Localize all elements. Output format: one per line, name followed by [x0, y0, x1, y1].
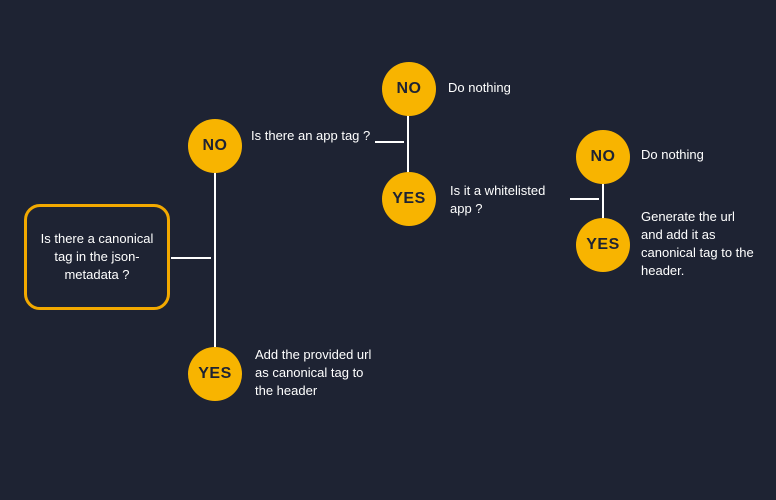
- branch2-yes-node: YES: [382, 172, 436, 226]
- branch3-no-text: Do nothing: [641, 147, 704, 162]
- branch3-no-node: NO: [576, 130, 630, 184]
- branch3-no-label: NO: [590, 148, 616, 165]
- branch3-yes-node: YES: [576, 218, 630, 272]
- branch1-yes-label: YES: [198, 365, 232, 382]
- branch2-no-text: Do nothing: [448, 80, 511, 95]
- branch2-no-node: NO: [382, 62, 436, 116]
- branch2-yes-label: YES: [392, 190, 426, 207]
- branch1-no-node: NO: [188, 119, 242, 173]
- branch3-yes-text: Generate the url and add it as canonical…: [641, 209, 754, 278]
- start-question-text: Is there a canonical tag in the json-met…: [40, 231, 154, 282]
- branch3-yes-label: YES: [586, 236, 620, 253]
- branch1-yes-node: YES: [188, 347, 242, 401]
- branch1-no-text: Is there an app tag ?: [251, 128, 371, 143]
- branch2-yes-text: Is it a whitelisted app ?: [450, 183, 546, 216]
- branch1-yes-text: Add the provided url as canonical tag to…: [255, 347, 372, 398]
- branch2-no-label: NO: [396, 80, 422, 97]
- branch1-no-label: NO: [202, 137, 228, 154]
- start-question-box: Is there a canonical tag in the json-met…: [24, 204, 170, 310]
